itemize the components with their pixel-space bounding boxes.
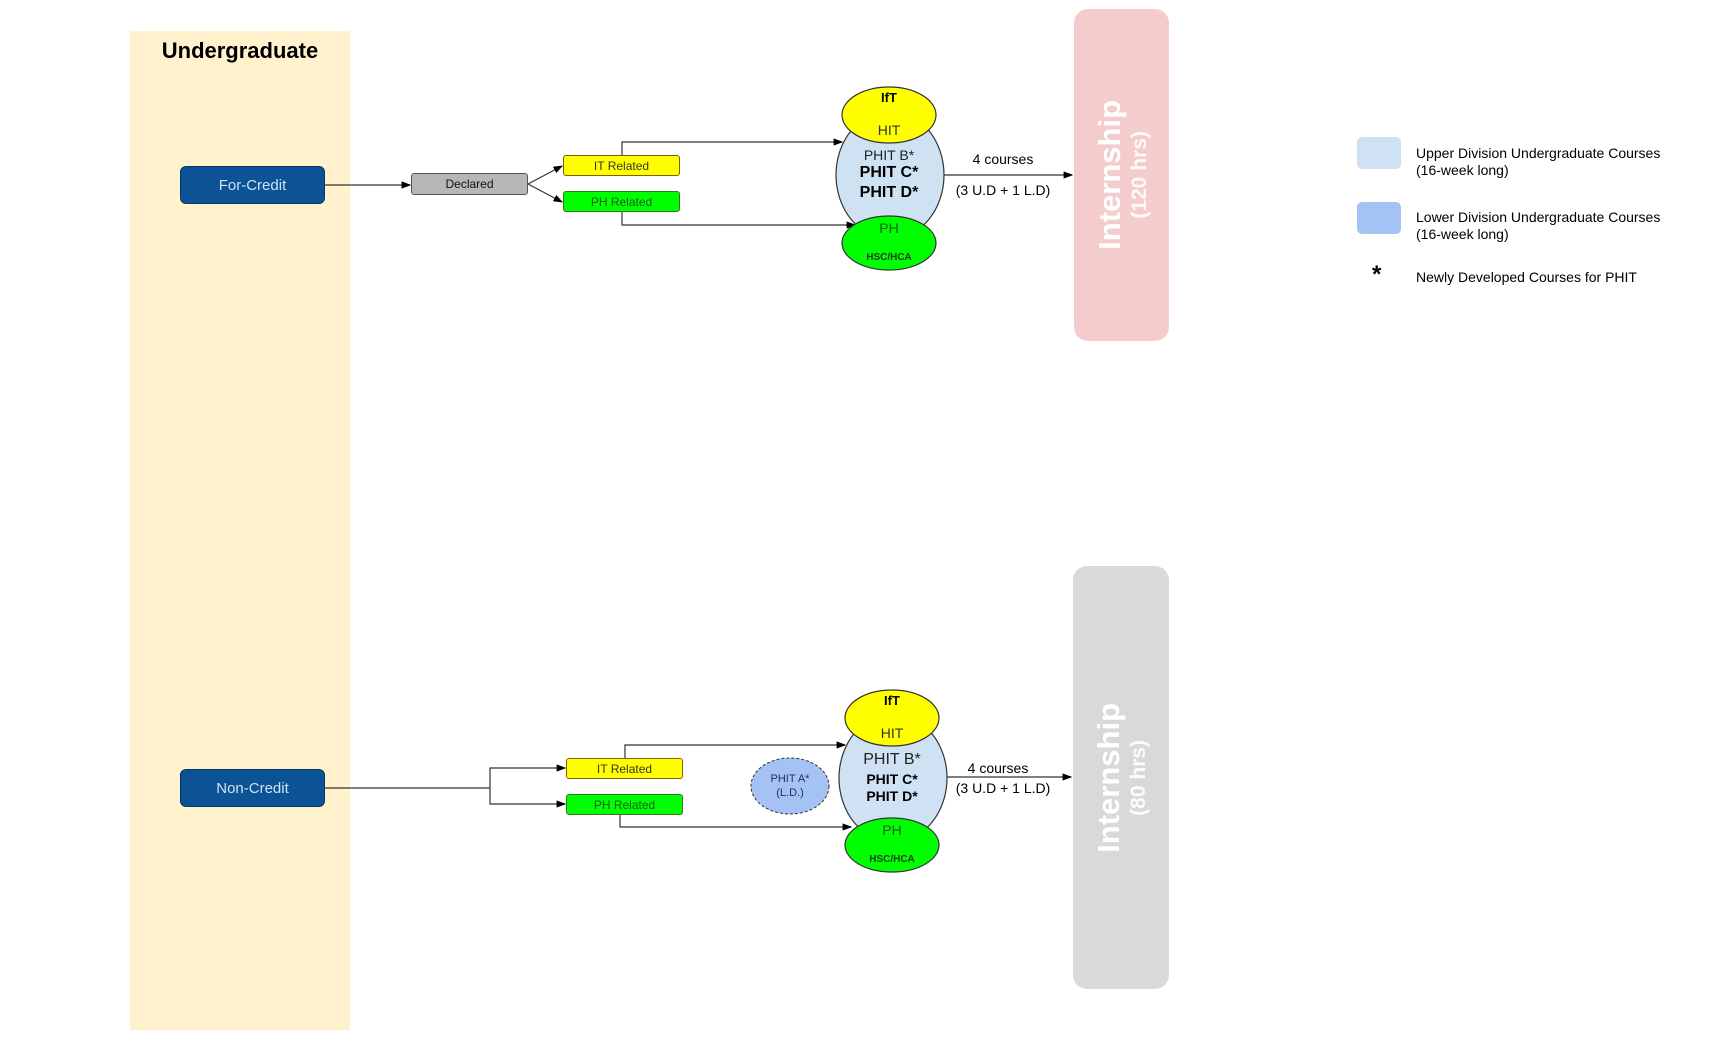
hsc-hca-label: HSC/HCA	[869, 854, 915, 865]
internship-noncredit-box: Internship (80 hrs)	[1073, 566, 1169, 989]
ph-label: PH	[879, 220, 899, 236]
hit-label: HIT	[880, 725, 904, 741]
prereq-ellipse	[750, 757, 830, 815]
it-related-node[interactable]: IT Related	[563, 155, 680, 176]
internship-credit-box: Internship (120 hrs)	[1074, 9, 1169, 341]
flow-count-label: 4 courses	[972, 151, 1034, 167]
ph-ellipse	[844, 817, 940, 873]
legend-swatch-upper-division	[1357, 137, 1401, 169]
it-related-node[interactable]: IT Related	[566, 758, 683, 779]
flow-breakdown-label: (3 U.D + 1 L.D)	[955, 182, 1051, 198]
connector-it2-cluster	[624, 741, 847, 758]
course-phit-b: PHIT B*	[863, 751, 921, 768]
course-phit-c: PHIT C*	[859, 164, 919, 181]
asterisk-icon: *	[1372, 261, 1382, 288]
legend-item-new-courses: Newly Developed Courses for PHIT	[1416, 269, 1637, 285]
legend-sublabel: (16-week long)	[1416, 226, 1509, 242]
legend-item-lower-division: Lower Division Undergraduate Courses (16…	[1416, 209, 1716, 243]
legend-sublabel: (16-week long)	[1416, 162, 1509, 178]
ift-label: IfT	[881, 90, 897, 105]
connector-split-it	[489, 764, 567, 788]
ph-related-node[interactable]: PH Related	[566, 794, 683, 815]
ph-label: PH	[882, 822, 902, 838]
prereq-level: (L.D.)	[776, 787, 804, 799]
hsc-hca-label: HSC/HCA	[866, 252, 912, 263]
prereq-label: PHIT A* (L.D.)	[751, 772, 829, 800]
internship-hours: (80 hrs)	[1126, 739, 1150, 816]
ift-ellipse	[841, 86, 937, 144]
course-phit-d: PHIT D*	[866, 788, 918, 804]
internship-hours: (120 hrs)	[1127, 131, 1151, 219]
column-title: Undergraduate	[161, 38, 319, 63]
connector-it-cluster	[621, 138, 844, 155]
course-phit-d: PHIT D*	[859, 184, 919, 201]
legend-label: Lower Division Undergraduate Courses	[1416, 209, 1661, 225]
ift-ellipse	[844, 689, 940, 747]
ift-label: IfT	[884, 693, 900, 708]
flow-breakdown-label: (3 U.D + 1 L.D)	[955, 780, 1051, 796]
for-credit-node[interactable]: For-Credit	[180, 166, 325, 204]
non-credit-node[interactable]: Non-Credit	[180, 769, 325, 807]
connector-declared-ph	[527, 183, 564, 203]
ph-related-node[interactable]: PH Related	[563, 191, 680, 212]
connector-ph2-cluster	[619, 815, 853, 831]
prereq-course: PHIT A*	[770, 773, 810, 785]
legend-label: Upper Division Undergraduate Courses	[1416, 145, 1661, 161]
course-phit-b: PHIT B*	[863, 147, 915, 163]
course-phit-c: PHIT C*	[866, 771, 918, 787]
connector-ph-cluster	[621, 212, 857, 229]
connector-split-ph	[489, 788, 567, 808]
connector-declared-it	[527, 165, 564, 185]
legend-item-upper-division: Upper Division Undergraduate Courses (16…	[1416, 145, 1716, 179]
internship-label: Internship	[1091, 100, 1127, 250]
ph-ellipse	[841, 215, 937, 271]
flow-count-label: 4 courses	[967, 760, 1029, 776]
hit-label: HIT	[877, 122, 901, 138]
internship-label: Internship	[1091, 702, 1127, 853]
legend-swatch-lower-division	[1357, 202, 1401, 234]
declared-node[interactable]: Declared	[411, 173, 528, 195]
